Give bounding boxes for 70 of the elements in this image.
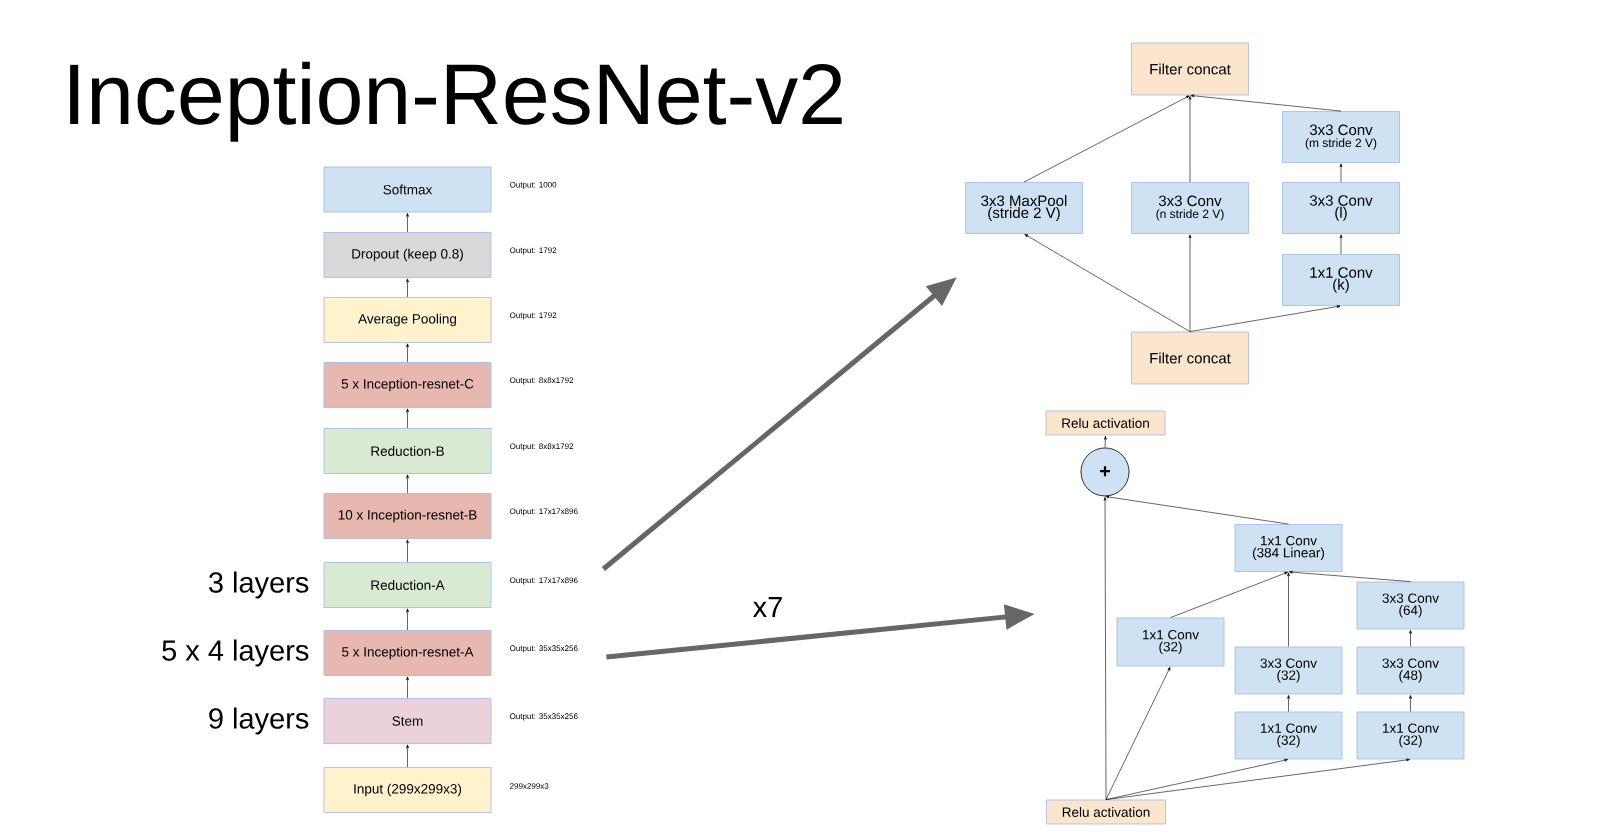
layer-count-label: 5 x 4 layers [162, 639, 309, 667]
arrow [1289, 570, 1411, 582]
arrow [406, 278, 409, 298]
title: Inception-ResNet-v2 [70, 61, 842, 142]
layer-box: 10 x Inception-resnet-B [323, 493, 492, 539]
arrow [1188, 96, 1192, 183]
arrow [406, 539, 409, 563]
layer-box: 3x3 Conv (64) [1356, 581, 1465, 630]
arrow [1105, 495, 1289, 525]
arrow [1105, 758, 1288, 800]
arrow [1287, 695, 1290, 712]
layer-count-label: 9 layers [209, 707, 309, 735]
layer-box: 3x3 Conv (n stride 2 V) [1131, 182, 1249, 234]
arrow [1190, 94, 1342, 112]
arrow [406, 676, 409, 699]
layer-box: Reduction-A [323, 562, 492, 608]
output-label: Output: 35x35x256 [510, 713, 578, 721]
arrow [406, 213, 409, 233]
layer-box: Average Pooling [323, 297, 492, 343]
layer-box: Softmax [323, 166, 492, 213]
output-label: Output: 8x8x1792 [510, 443, 574, 451]
layer-box: 1x1 Conv (384 Linear) [1234, 524, 1343, 572]
arrow [1105, 666, 1171, 800]
layer-box: 3x3 MaxPool (stride 2 V) [965, 182, 1083, 234]
arrow [1409, 630, 1412, 647]
arrow [1103, 436, 1107, 448]
layer-box: 1x1 Conv (32) [1356, 711, 1465, 760]
arrow [1188, 234, 1192, 332]
output-label: Output: 1792 [510, 247, 557, 255]
layer-box: 5 x Inception-resnet-C [323, 362, 492, 408]
arrow [1189, 305, 1341, 332]
layer-box: Relu activation [1045, 410, 1166, 436]
output-label: Output: 8x8x1792 [510, 377, 574, 385]
layer-box: 3x3 Conv (m stride 2 V) [1282, 111, 1400, 163]
output-label: Output: 17x17x896 [510, 577, 578, 585]
layer-box: 3x3 Conv (l) [1282, 182, 1400, 234]
arrow [406, 343, 409, 363]
arrow [1409, 695, 1412, 712]
arrow [1024, 234, 1191, 332]
output-label: 299x299x3 [510, 783, 549, 789]
arrow [1339, 163, 1343, 183]
arrow [1170, 571, 1288, 618]
layer-box: Dropout (keep 0.8) [323, 232, 492, 278]
arrow [1103, 497, 1107, 800]
layer-box: 1x1 Conv (32) [1234, 711, 1343, 760]
arrow [1339, 234, 1343, 255]
layer-box: 3x3 Conv (48) [1356, 646, 1465, 695]
layer-box: Stem [323, 698, 492, 744]
layer-box: 5 x Inception-resnet-A [323, 630, 492, 676]
arrow [1105, 758, 1410, 800]
output-label: Output: 35x35x256 [510, 645, 578, 653]
layer-box: Filter concat [1131, 42, 1249, 96]
arrow [406, 608, 409, 631]
layer-box: Relu activation [1046, 799, 1166, 825]
output-label: Output: 1000 [510, 181, 557, 190]
output-label: Output: 1792 [510, 312, 557, 320]
layer-box: 3x3 Conv (32) [1234, 646, 1343, 695]
layer-box: 1x1 Conv (k) [1282, 254, 1400, 306]
layer-count-label: 3 layers [208, 571, 309, 599]
layer-box: 1x1 Conv (32) [1116, 617, 1225, 667]
arrow [406, 474, 409, 494]
layer-box: Reduction-B [323, 428, 492, 474]
output-label: Output: 17x17x896 [510, 508, 578, 516]
edge-label: x7 [753, 597, 782, 617]
arrow [406, 744, 409, 768]
arrow [1287, 572, 1290, 647]
layer-box: Input (299x299x3) [323, 767, 492, 813]
arrow [1023, 95, 1190, 183]
layer-box: Filter concat [1131, 331, 1249, 385]
arrow [406, 408, 409, 429]
